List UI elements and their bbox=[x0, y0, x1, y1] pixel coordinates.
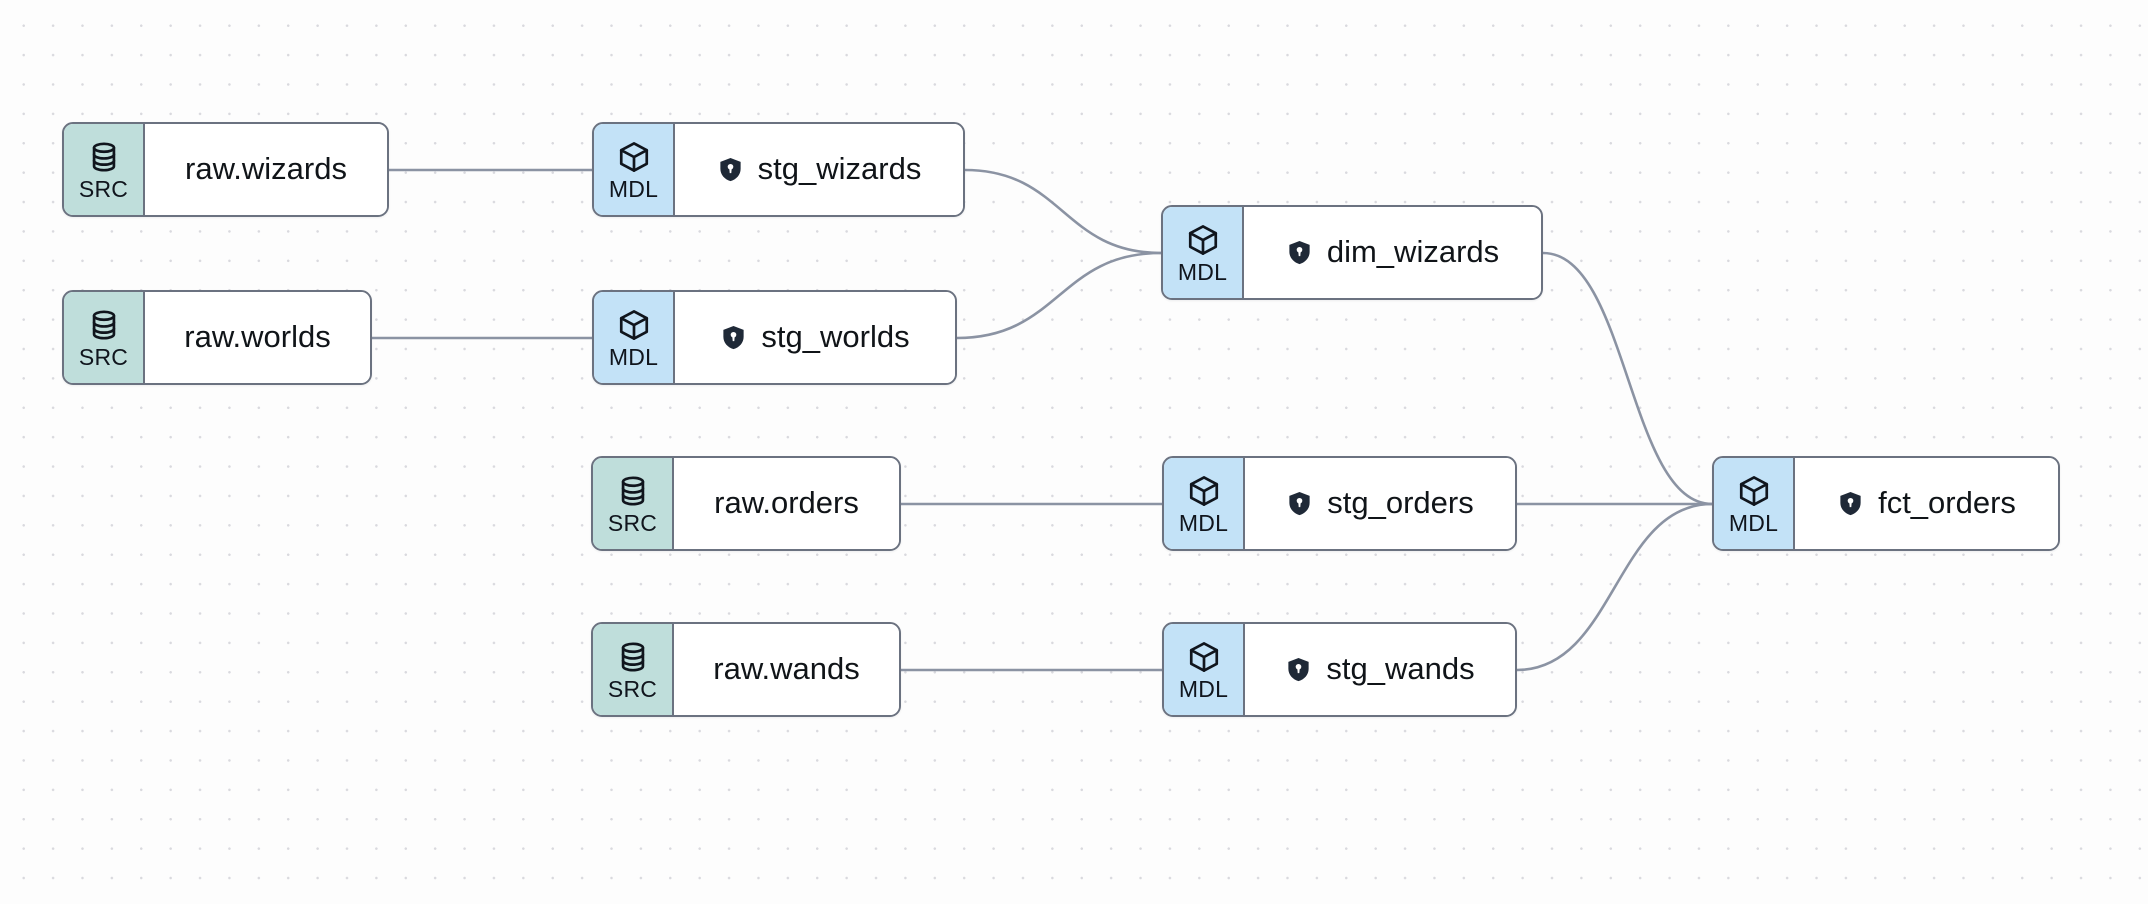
node-type-label: MDL bbox=[608, 344, 659, 370]
node-type-label: SRC bbox=[78, 176, 129, 202]
lineage-node-dim_wizards[interactable]: MDL dim_wizards bbox=[1161, 205, 1543, 300]
node-type-label: MDL bbox=[608, 176, 659, 202]
node-type-label: MDL bbox=[1177, 259, 1228, 285]
shield-lock-icon bbox=[1837, 490, 1864, 517]
lineage-node-fct_orders[interactable]: MDL fct_orders bbox=[1712, 456, 2060, 551]
cube-icon bbox=[617, 140, 651, 174]
node-type-badge-src: SRC bbox=[593, 624, 674, 715]
database-icon bbox=[87, 140, 121, 174]
node-type-label: SRC bbox=[78, 344, 129, 370]
node-label: raw.orders bbox=[714, 485, 859, 521]
shield-lock-icon bbox=[1285, 656, 1312, 683]
node-label: raw.wizards bbox=[185, 151, 347, 187]
cube-icon bbox=[1187, 474, 1221, 508]
shield-lock-icon bbox=[1286, 490, 1313, 517]
node-type-badge-src: SRC bbox=[64, 292, 145, 383]
node-type-badge-mdl: MDL bbox=[594, 292, 675, 383]
node-body: dim_wizards bbox=[1244, 207, 1541, 298]
lineage-edge-stg_worlds-to-dim_wizards[interactable] bbox=[955, 251, 1163, 340]
lineage-edge-stg_wands-to-fct_orders[interactable] bbox=[1515, 502, 1714, 672]
node-body: raw.wizards bbox=[145, 124, 387, 215]
node-body: raw.orders bbox=[674, 458, 899, 549]
node-type-badge-mdl: MDL bbox=[1164, 458, 1245, 549]
database-icon bbox=[87, 308, 121, 342]
cube-icon bbox=[617, 308, 651, 342]
node-type-badge-mdl: MDL bbox=[1164, 624, 1245, 715]
lineage-node-raw_worlds[interactable]: SRC raw.worlds bbox=[62, 290, 372, 385]
node-body: fct_orders bbox=[1795, 458, 2058, 549]
node-label: dim_wizards bbox=[1326, 234, 1500, 270]
lineage-node-stg_orders[interactable]: MDL stg_orders bbox=[1162, 456, 1517, 551]
node-label: stg_wizards bbox=[757, 151, 922, 187]
cube-icon bbox=[1186, 223, 1220, 257]
node-body: stg_orders bbox=[1245, 458, 1515, 549]
node-label: raw.worlds bbox=[184, 319, 331, 355]
node-type-label: SRC bbox=[607, 510, 658, 536]
node-label: stg_wands bbox=[1326, 651, 1475, 687]
node-type-badge-mdl: MDL bbox=[594, 124, 675, 215]
node-body: raw.worlds bbox=[145, 292, 370, 383]
lineage-node-stg_wands[interactable]: MDL stg_wands bbox=[1162, 622, 1517, 717]
lineage-node-raw_orders[interactable]: SRC raw.orders bbox=[591, 456, 901, 551]
node-body: raw.wands bbox=[674, 624, 899, 715]
node-type-label: SRC bbox=[607, 676, 658, 702]
node-body: stg_wizards bbox=[675, 124, 963, 215]
node-type-badge-mdl: MDL bbox=[1163, 207, 1244, 298]
node-type-badge-mdl: MDL bbox=[1714, 458, 1795, 549]
node-type-label: MDL bbox=[1728, 510, 1779, 536]
node-label: fct_orders bbox=[1878, 485, 2016, 521]
lineage-node-raw_wands[interactable]: SRC raw.wands bbox=[591, 622, 901, 717]
node-type-label: MDL bbox=[1178, 676, 1229, 702]
lineage-edge-stg_wizards-to-dim_wizards[interactable] bbox=[963, 168, 1163, 255]
cube-icon bbox=[1737, 474, 1771, 508]
shield-lock-icon bbox=[1286, 239, 1313, 266]
lineage-edge-dim_wizards-to-fct_orders[interactable] bbox=[1541, 251, 1714, 506]
node-label: stg_worlds bbox=[761, 319, 910, 355]
lineage-node-stg_worlds[interactable]: MDL stg_worlds bbox=[592, 290, 957, 385]
node-body: stg_wands bbox=[1245, 624, 1515, 715]
lineage-node-raw_wizards[interactable]: SRC raw.wizards bbox=[62, 122, 389, 217]
lineage-node-stg_wizards[interactable]: MDL stg_wizards bbox=[592, 122, 965, 217]
cube-icon bbox=[1187, 640, 1221, 674]
node-body: stg_worlds bbox=[675, 292, 955, 383]
node-type-badge-src: SRC bbox=[64, 124, 145, 215]
node-type-badge-src: SRC bbox=[593, 458, 674, 549]
database-icon bbox=[616, 474, 650, 508]
shield-lock-icon bbox=[720, 324, 747, 351]
node-label: raw.wands bbox=[713, 651, 860, 687]
node-label: stg_orders bbox=[1327, 485, 1474, 521]
database-icon bbox=[616, 640, 650, 674]
shield-lock-icon bbox=[717, 156, 744, 183]
node-type-label: MDL bbox=[1178, 510, 1229, 536]
